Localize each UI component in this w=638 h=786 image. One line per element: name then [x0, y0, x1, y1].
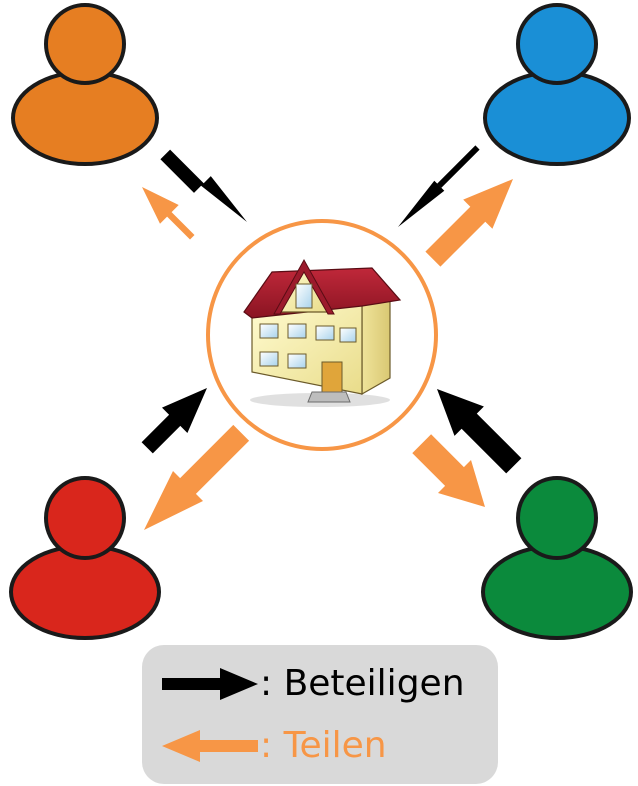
arrow-icon-participate-topright — [398, 145, 480, 227]
arrow-icon-participate-topleft — [160, 149, 247, 222]
person-icon-blue — [483, 3, 631, 166]
house-icon — [243, 258, 402, 407]
legend-item-participate: : Beteiligen — [162, 659, 465, 709]
arrow-icon-share-bottomright — [412, 434, 485, 507]
arrow-icon-participate-bottomright — [437, 389, 522, 474]
legend-label-participate: : Beteiligen — [260, 663, 465, 704]
person-icon-green — [481, 476, 633, 640]
arrow-icon-legend-participate — [162, 668, 258, 700]
share-arrows — [142, 179, 513, 530]
legend-label-share: : Teilen — [260, 725, 387, 766]
arrow-icon-legend-share — [162, 730, 258, 762]
arrow-icon-share-topleft — [142, 187, 195, 240]
participate-arrows — [141, 145, 522, 474]
arrow-icon-participate-bottomleft — [141, 388, 207, 454]
person-icon-orange — [11, 3, 159, 166]
arrow-icon-share-bottomleft — [144, 424, 250, 530]
legend-item-share: : Teilen — [162, 721, 387, 771]
legend: : Beteiligen : Teilen — [142, 645, 498, 784]
person-icon-red — [9, 476, 161, 640]
arrow-icon-share-topright — [425, 179, 513, 267]
